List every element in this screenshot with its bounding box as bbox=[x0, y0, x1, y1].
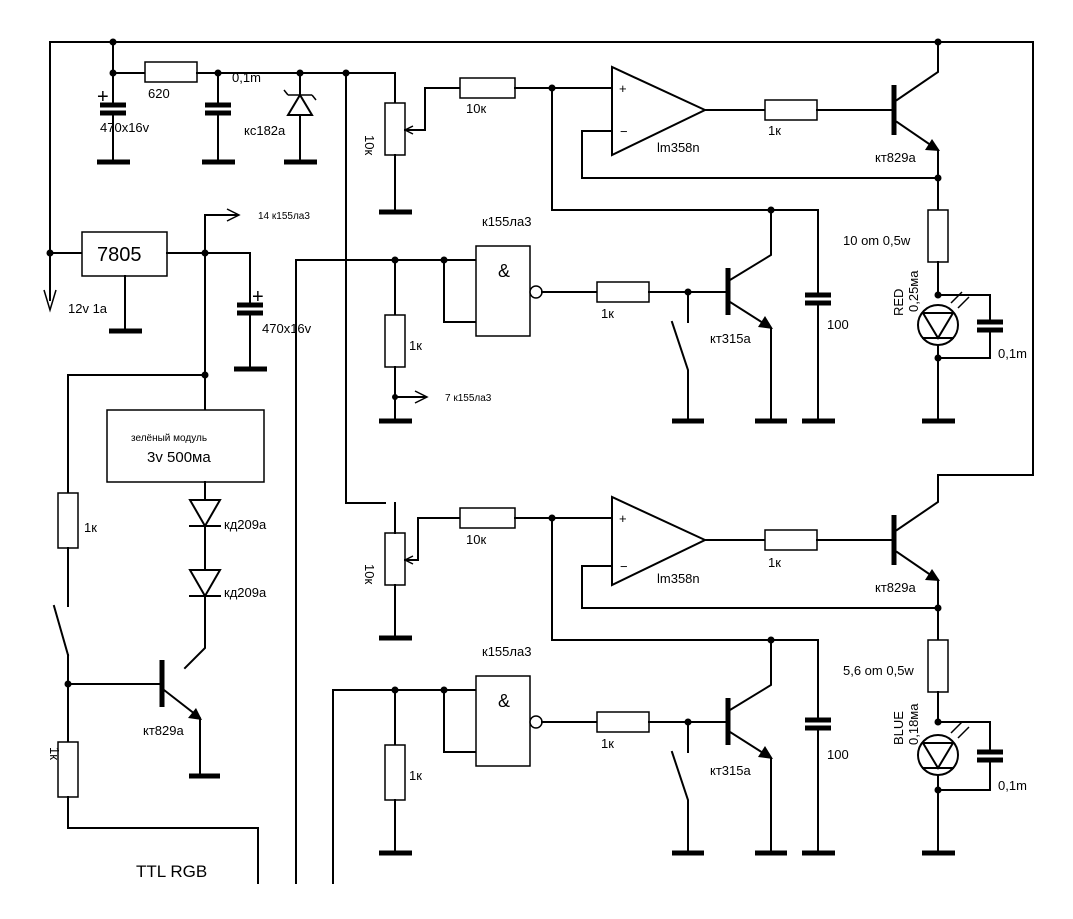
label-red-led-cap: 0,1m bbox=[998, 346, 1027, 361]
regulator-7805 bbox=[81, 231, 168, 277]
label-red-gate: к155ла3 bbox=[482, 214, 531, 229]
blue-channel bbox=[379, 474, 1003, 856]
resistor-module-top bbox=[57, 492, 79, 549]
label-red-cap: 100 bbox=[827, 317, 849, 332]
resistor-blue-base bbox=[764, 529, 818, 551]
label-blue-opamp-minus: − bbox=[620, 559, 628, 574]
label-red-rbase: 1к bbox=[768, 123, 781, 138]
label-module-line1: зелёный модуль bbox=[131, 433, 207, 444]
red-channel bbox=[379, 41, 1003, 424]
label-blue-rbase: 1к bbox=[768, 555, 781, 570]
label-blue-rsense: 5,6 om 0,5w bbox=[843, 663, 914, 678]
label-red-opamp-plus: + bbox=[619, 81, 627, 96]
green-module bbox=[106, 409, 265, 483]
label-red-rsense: 10 om 0,5w bbox=[843, 233, 911, 248]
potentiometer-blue bbox=[384, 532, 406, 586]
nand-gate-blue bbox=[475, 675, 531, 767]
label-plus-top: + bbox=[97, 86, 109, 108]
label-red-switch-transistor: кт315а bbox=[710, 331, 751, 346]
label-supply: 12v 1a bbox=[68, 301, 108, 316]
label-zener: кс182а bbox=[244, 123, 286, 138]
label-pin7: 7 к155ла3 bbox=[445, 393, 492, 404]
label-diode1: кд209а bbox=[224, 517, 267, 532]
label-blue-rpulldown: 1к bbox=[409, 768, 422, 783]
nand-gate-red bbox=[475, 245, 531, 337]
label-red-gate-symbol: & bbox=[498, 261, 510, 281]
label-plus-mid: + bbox=[252, 286, 264, 308]
label-red-rin: 10к bbox=[466, 101, 486, 116]
label-red-pot: 10к bbox=[362, 135, 377, 155]
label-blue-pot: 10к bbox=[362, 564, 377, 584]
label-module-r-bottom: 1к bbox=[47, 747, 62, 760]
label-red-opamp-minus: − bbox=[620, 124, 628, 139]
label-blue-rin: 10к bbox=[466, 532, 486, 547]
resistor-blue-pulldown bbox=[384, 744, 406, 801]
opamp-red bbox=[611, 65, 708, 157]
label-blue-switch-transistor: кт315а bbox=[710, 763, 751, 778]
label-regulator: 7805 bbox=[97, 244, 142, 266]
label-red-led-name: RED bbox=[891, 289, 906, 316]
resistor-red-sense bbox=[927, 209, 949, 263]
resistor-red-gate-out bbox=[596, 281, 650, 303]
label-red-opamp: lm358n bbox=[657, 140, 700, 155]
label-c01m: 0,1m bbox=[232, 70, 261, 85]
label-red-rgateout: 1к bbox=[601, 306, 614, 321]
label-blue-led-cap: 0,1m bbox=[998, 778, 1027, 793]
label-module-r-top: 1к bbox=[84, 520, 97, 535]
label-ttl-rgb: TTL RGB bbox=[136, 862, 207, 881]
resistor-red-input bbox=[459, 77, 516, 99]
resistor-blue-input bbox=[459, 507, 516, 529]
resistor-red-base bbox=[764, 99, 818, 121]
label-module-line2: 3v 500ма bbox=[147, 449, 211, 466]
resistor-blue-sense bbox=[927, 639, 949, 693]
label-red-power-transistor: кт829а bbox=[875, 150, 916, 165]
power-section bbox=[43, 38, 1034, 496]
labels: 620 0,1m + 470x16v кс182а 7805 12v 1a + … bbox=[47, 70, 1027, 881]
label-blue-gate: к155ла3 bbox=[482, 644, 531, 659]
label-red-rpulldown: 1к bbox=[409, 338, 422, 353]
label-c470-mid: 470x16v bbox=[262, 321, 312, 336]
label-blue-power-transistor: кт829а bbox=[875, 580, 916, 595]
label-r620: 620 bbox=[148, 86, 170, 101]
module-section bbox=[52, 252, 265, 884]
label-module-transistor: кт829а bbox=[143, 723, 184, 738]
potentiometer-red bbox=[384, 102, 406, 156]
label-blue-gate-symbol: & bbox=[498, 691, 510, 711]
label-blue-led-current: 0,18ма bbox=[906, 703, 921, 745]
label-blue-led-name: BLUE bbox=[891, 711, 906, 745]
label-blue-cap: 100 bbox=[827, 747, 849, 762]
opamp-blue bbox=[611, 495, 708, 587]
label-blue-opamp-plus: + bbox=[619, 511, 627, 526]
label-blue-rgateout: 1к bbox=[601, 736, 614, 751]
resistor-620 bbox=[144, 61, 198, 83]
label-pin14: 14 к155ла3 bbox=[258, 211, 310, 222]
label-c470-top: 470x16v bbox=[100, 120, 150, 135]
resistor-blue-gate-out bbox=[596, 711, 650, 733]
resistor-red-pulldown bbox=[384, 314, 406, 368]
label-blue-opamp: lm358n bbox=[657, 571, 700, 586]
label-diode2: кд209а bbox=[224, 585, 267, 600]
label-red-led-current: 0,25ма bbox=[906, 270, 921, 312]
